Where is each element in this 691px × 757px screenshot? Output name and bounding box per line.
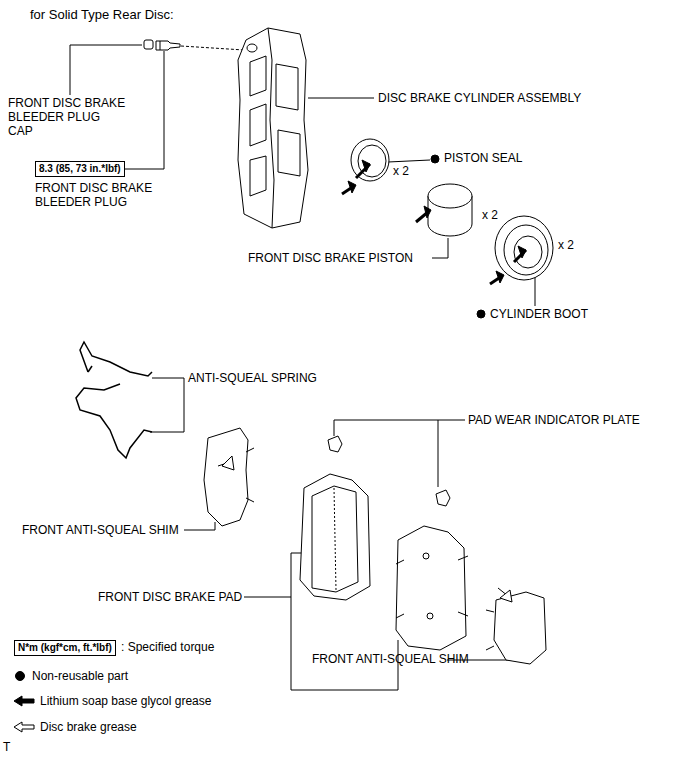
cylinder-boot-drawing [477, 216, 553, 318]
legend-text: Disc brake grease [40, 720, 137, 734]
part-name: FRONT ANTI-SQUEAL SHIM [22, 523, 179, 537]
piston-seal-drawing [342, 139, 439, 194]
part-name: DISC BRAKE CYLINDER ASSEMBLY [378, 91, 581, 105]
caliper-drawing [238, 28, 308, 228]
part-name: FRONT DISC BRAKE BLEEDER PLUG CAP [8, 96, 128, 138]
part-name: PAD WEAR INDICATOR PLATE [468, 413, 640, 427]
torque-box: 8.3 (85, 73 in.*lbf) [35, 161, 125, 177]
part-name: FRONT ANTI-SQUEAL SHIM [312, 652, 469, 666]
quantity: x 2 [482, 208, 498, 222]
quantity: x 2 [393, 164, 409, 178]
legend-text: Lithium soap base glycol grease [40, 694, 211, 708]
spring-drawing [76, 342, 152, 458]
part-name: FRONT DISC BRAKE PAD [98, 590, 242, 604]
shim-drawing [204, 428, 254, 526]
piston-drawing [416, 184, 472, 236]
part-name: ANTI-SQUEAL SPRING [188, 371, 317, 385]
part-name: PISTON SEAL [444, 151, 522, 165]
legend-text: Non-reusable part [32, 669, 128, 683]
quantity: x 2 [558, 238, 574, 252]
legend-symbols [14, 672, 34, 733]
pad-drawing [300, 474, 468, 650]
part-name: FRONT DISC BRAKE PISTON [248, 251, 413, 265]
legend-text: : Specified torque [121, 640, 214, 654]
torque-value: 8.3 (85, 73 in.*lbf) [39, 163, 121, 175]
figure-code: T [3, 740, 10, 754]
torque-value: N*m (kgf*cm, ft.*lbf) [18, 642, 112, 654]
shim-drawing [486, 588, 546, 664]
diagram-title: for Solid Type Rear Disc: [30, 8, 174, 22]
part-name: CYLINDER BOOT [490, 307, 588, 321]
torque-box: N*m (kgf*cm, ft.*lbf) [14, 640, 116, 656]
part-name: FRONT DISC BRAKE BLEEDER PLUG [35, 181, 160, 209]
bleeder-plug-drawing [144, 40, 244, 50]
